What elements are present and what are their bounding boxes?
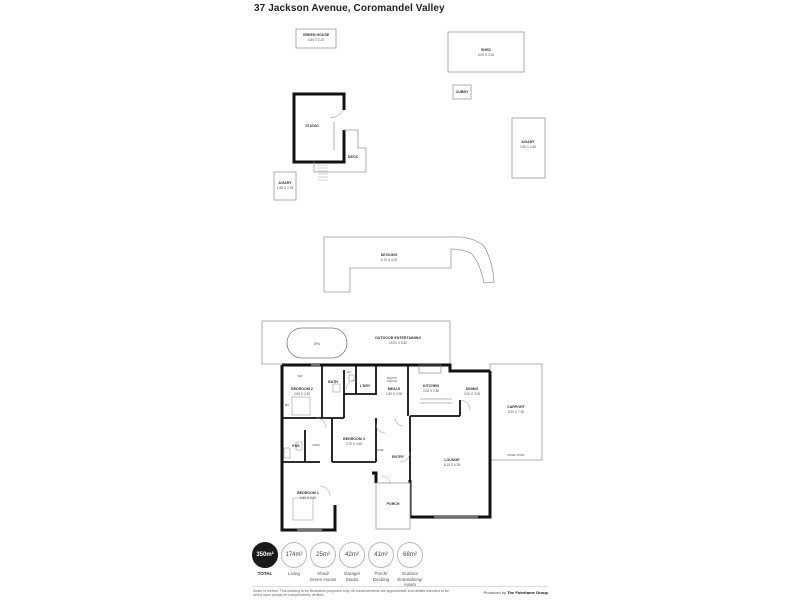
fixtures [283,374,355,521]
carport: CARPORT 3.20 X 7.90 PANEL DOOR [489,363,543,461]
shed-label: SHED [481,48,491,52]
studio: STUDIO [292,92,346,164]
footer-divider [252,586,548,587]
producer-credit: Produced by The Fotoframe Group [484,590,548,595]
spa-label: SPA [314,342,321,346]
porch-label: PORCH [387,502,400,506]
carport-label: CARPORT [507,405,526,409]
dining-dim: 3.00 X 3.05 [464,392,481,396]
aviary-right-dim: 2.60 X 4.50 [520,145,537,149]
linen-label: LINEN [312,443,320,447]
decking-dim: 6.70 X 4.00 [381,258,398,262]
producer-prefix: Produced by [483,590,506,595]
aviary-left-label: AVIARY [278,181,292,185]
dining-label: DINING [466,387,479,391]
entry-label: ENTRY [392,455,405,459]
kitchen-bench [418,364,452,404]
lounge-label: LOUNGE [444,458,460,462]
robe-label: ROBE [376,448,384,452]
bedroom3-label: BEDROOM 3 [343,437,365,441]
deck-label: DECK [348,155,359,159]
page-title: 37 Jackson Avenue, Coromandel Valley [254,3,445,14]
disclaimer: Scale in metres. This drawing is for ill… [253,589,449,598]
legend-total-label: TOTAL [257,571,273,576]
cubby-label: CUBBY [456,90,469,94]
legend-shed-label: Shed/ Green House [309,571,337,582]
house-inner-walls [282,365,461,480]
green-house-label: GREEN HOUSE [303,33,330,37]
legend-outdoor-label: Outdoor Entertaining/ Aviary [397,571,423,587]
aviary-left-dim: 1.85 X 2.25 [277,186,294,190]
fridge-label: FRIDGE [387,379,397,383]
bath-label: BATH [328,380,338,384]
panel-door-label: PANEL DOOR [508,453,525,457]
producer-name: The Fotoframe Group [507,590,548,595]
deck: DECK [313,129,367,181]
bedroom2-dim: 2.85 X 3.80 [294,392,311,396]
outdoor-entertaining: SPA OUTDOOR ENTERTAINING 15.00 X 5.50 [261,320,451,365]
legend-living-label: Living [288,571,300,576]
outdoor-dim: 15.00 X 5.50 [389,341,407,345]
decking-label: DECKING [381,253,398,257]
aviary-right-label: AVIARY [521,140,535,144]
legend-porch-value: 41m² [368,542,394,568]
bedroom1-label: BEDROOM 1 [297,491,319,495]
lounge-dim: 6.10 X 6.35 [444,463,461,467]
meals-label: MEALS [388,387,401,391]
studio-label: STUDIO [305,124,319,128]
legend-shed-value: 25m² [310,542,336,568]
bedroom2-label: BEDROOM 2 [291,387,313,391]
decking: DECKING 6.70 X 4.00 [323,236,495,293]
legend-garage-value: 42m² [339,542,365,568]
area-legend: 350m² 174m² 25m² 42m² 41m² 68m² TOTAL Li… [250,542,550,587]
kitchen-label: KITCHEN [423,384,439,388]
green-house-dim: 3.80 X 2.20 [308,38,325,42]
shed: SHED 6.00 X 3.00 [447,31,525,73]
aviary-left: AVIARY 1.85 X 2.25 [273,171,297,201]
legend-total-value: 350m² [252,542,278,568]
ens-label: ENS [292,444,300,448]
bedroom1-dim: 3.60 X 4.60 [300,496,317,500]
kitchen-dim: 3.25 X 2.80 [423,389,440,393]
legend-porch-label: Porch/ Decking [372,571,390,582]
wc-label: WC [347,370,351,374]
carport-dim: 3.20 X 7.90 [508,410,525,414]
bedroom3-dim: 3.70 X 3.45 [346,442,363,446]
cubby: CUBBY [452,84,472,100]
door-swings [315,379,471,497]
outdoor-label: OUTDOOR ENTERTAINING [375,336,421,340]
meals-dim: 3.30 X 3.90 [386,392,403,396]
ldry-label: L'DRY [360,384,371,388]
legend-outdoor-value: 68m² [397,542,423,568]
wir-label: WIR [297,374,302,378]
bir-label: BIR [285,403,289,407]
pantry-label: PANTRY [387,376,398,380]
green-house: GREEN HOUSE 3.80 X 2.20 [295,28,337,49]
legend-living-value: 174m² [281,542,307,568]
porch: PORCH [375,482,411,530]
legend-garage-label: Garage/ Studio [343,571,361,582]
aviary-right: AVIARY 2.60 X 4.50 [511,117,546,179]
shed-dim: 6.00 X 3.00 [478,53,495,57]
